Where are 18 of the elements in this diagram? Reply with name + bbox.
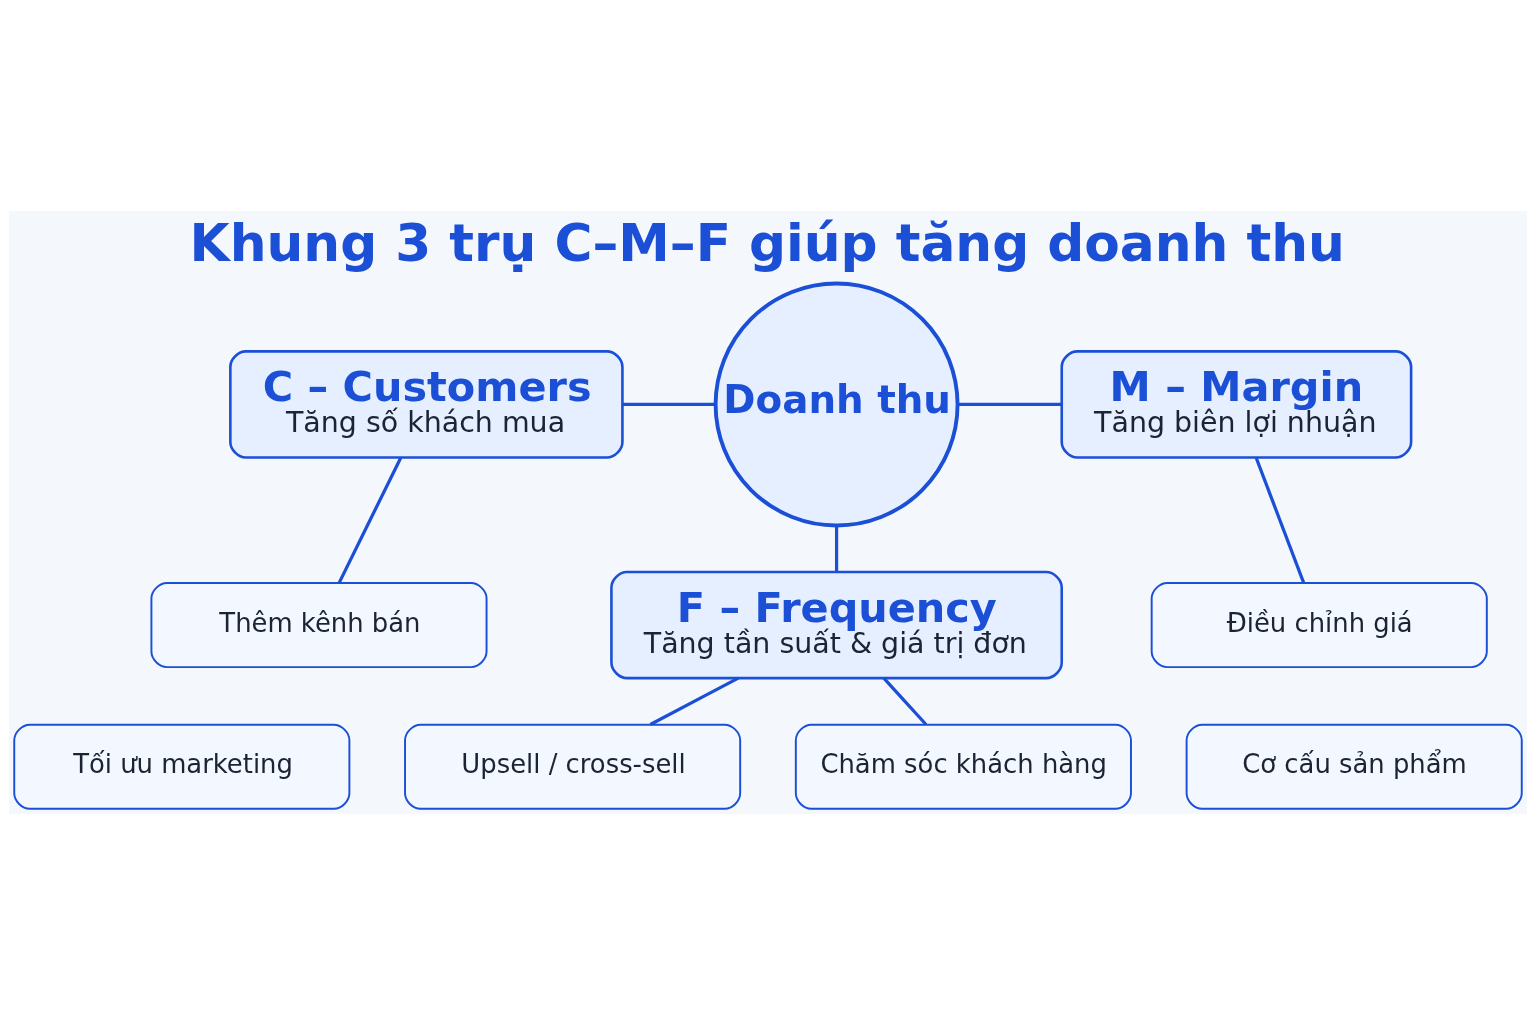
connector	[957, 402, 1062, 406]
node-box: Upsell / cross-sell	[404, 723, 742, 810]
node-box: Thêm kênh bán	[150, 581, 488, 668]
node-box: Điều chỉnh giá	[1150, 581, 1488, 668]
diagram-title: Khung 3 trụ C–M–F giúp tăng doanh thu	[189, 212, 1345, 273]
node-box: C – Customers Tăng số khách mua	[229, 349, 624, 459]
node-box: M – Margin Tăng biên lợi nhuận	[1060, 349, 1413, 459]
connector	[622, 402, 716, 406]
connector	[882, 676, 928, 726]
connector	[337, 456, 403, 584]
node-box: Chăm sóc khách hàng	[794, 723, 1132, 810]
node-box: Cơ cấu sản phẩm	[1185, 723, 1523, 810]
node-box: F – Frequency Tăng tần suất & giá trị đơn	[610, 570, 1064, 679]
connector	[649, 676, 740, 726]
connector	[834, 525, 839, 572]
node-circle: Doanh thu	[713, 281, 960, 527]
connector	[1254, 456, 1306, 583]
node-box: Tối ưu marketing	[13, 723, 351, 810]
